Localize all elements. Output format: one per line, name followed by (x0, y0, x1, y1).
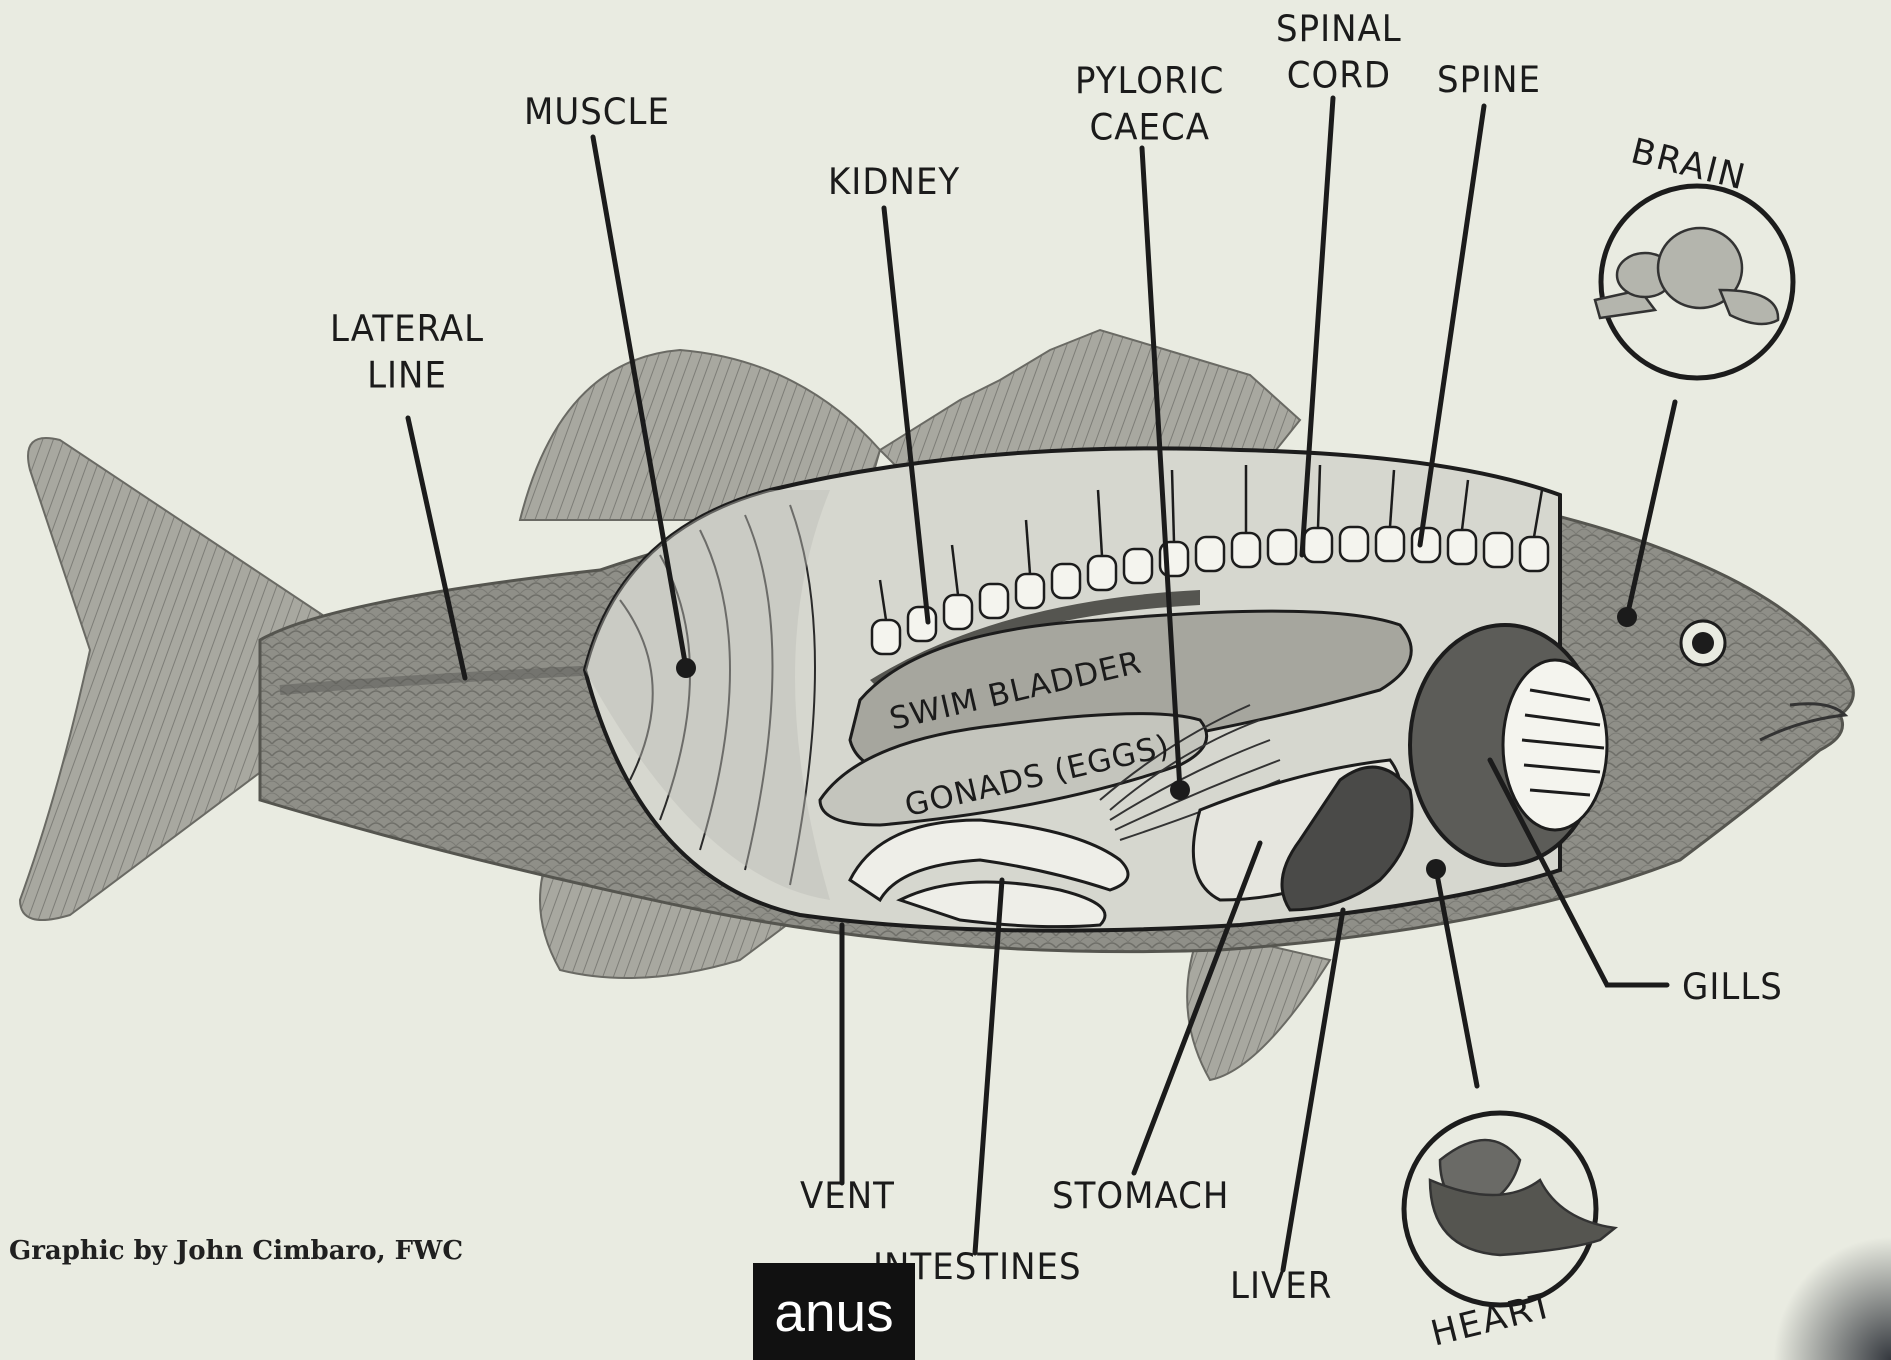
label-spinal-cord: SPINAL CORD (1276, 7, 1402, 100)
label-muscle: MUSCLE (524, 90, 670, 133)
label-kidney: KIDNEY (828, 160, 960, 203)
label-spine: SPINE (1437, 58, 1541, 101)
label-lateral-line: LATERAL LINE (330, 307, 484, 400)
label-vent: VENT (800, 1174, 895, 1217)
anus-overlay-label: anus (753, 1263, 915, 1360)
pupil (1692, 632, 1714, 654)
label-gills: GILLS (1682, 965, 1783, 1008)
label-stomach: STOMACH (1052, 1174, 1229, 1217)
label-liver: LIVER (1230, 1264, 1332, 1307)
gill-arches (1503, 660, 1607, 830)
label-pyloric-caeca: PYLORIC CAECA (1075, 59, 1224, 152)
pelvic-fin (1187, 930, 1330, 1080)
graphic-credit: Graphic by John Cimbaro, FWC (9, 1236, 463, 1266)
